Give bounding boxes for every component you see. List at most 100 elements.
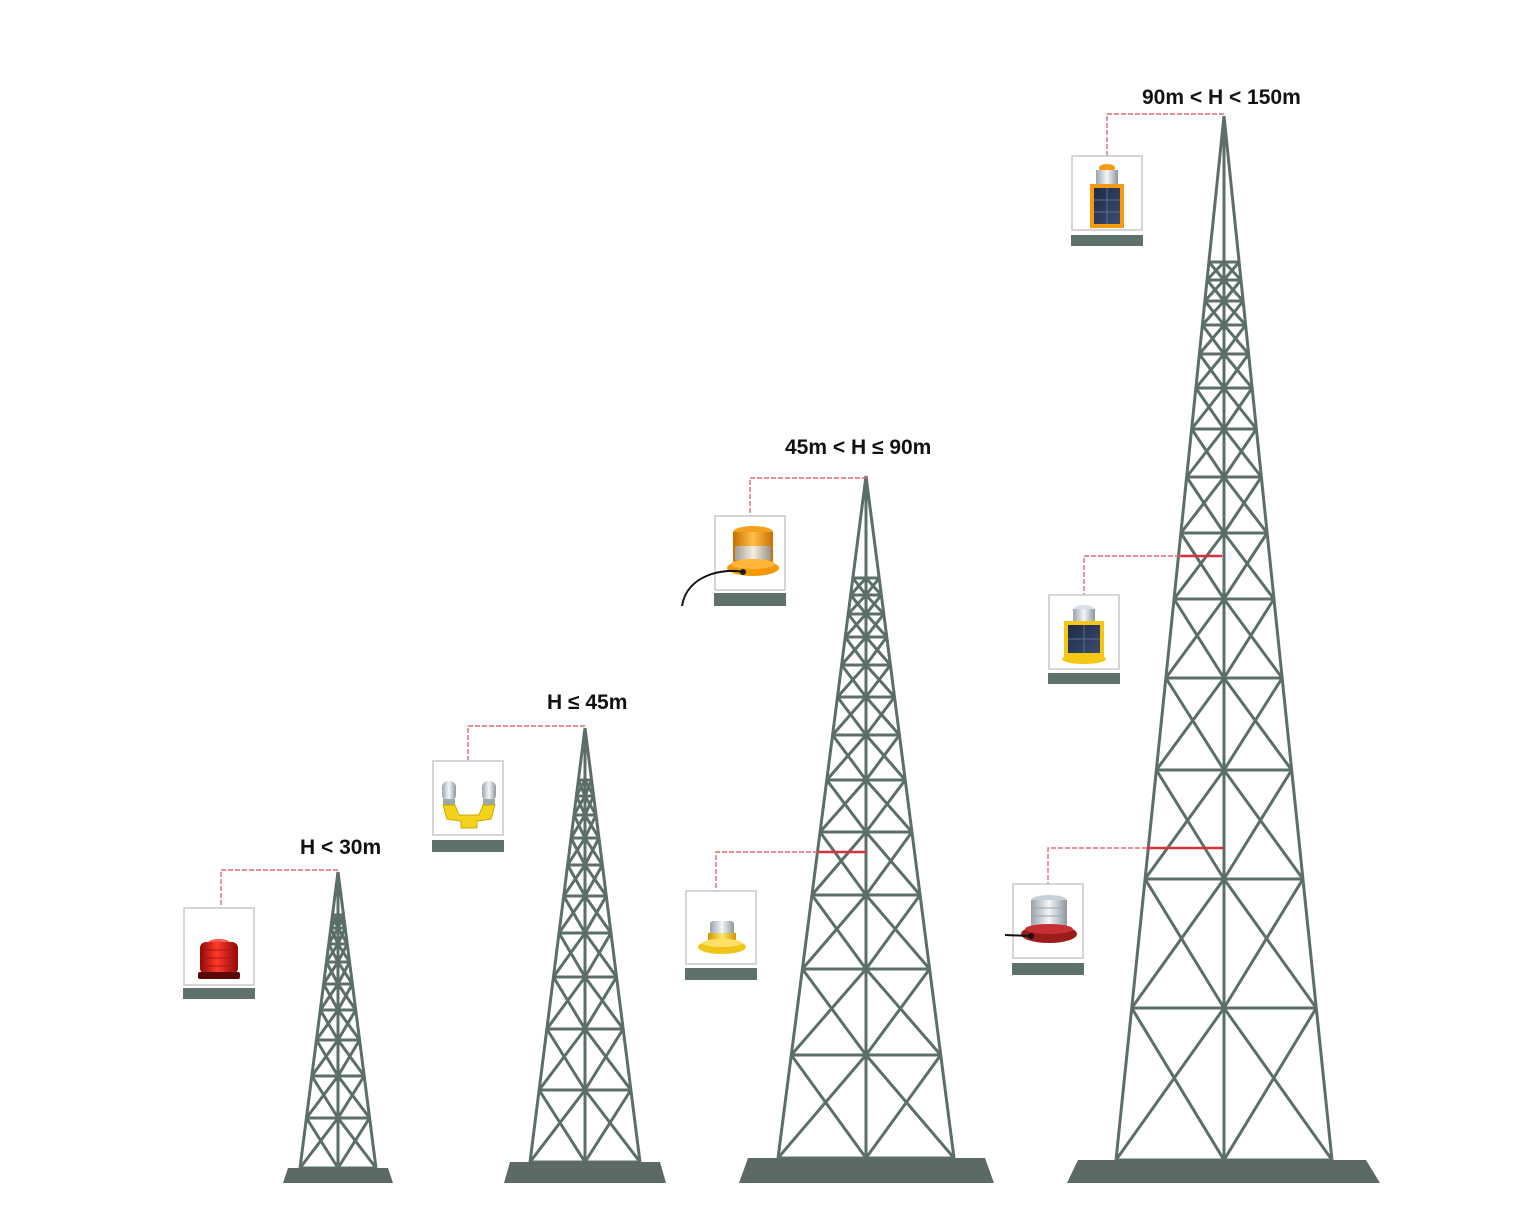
tower-brace: [864, 576, 883, 597]
solar-light-yellow-icon: [1048, 594, 1120, 684]
tower-brace: [1222, 878, 1305, 1009]
tower-brace: [537, 1028, 587, 1091]
tower-brace: [1222, 1007, 1334, 1161]
tower-brace: [557, 932, 587, 978]
tower-brace: [1222, 278, 1245, 303]
tower-brace: [336, 961, 354, 985]
tower-brace: [831, 734, 868, 781]
tower-brace: [583, 1028, 625, 1091]
tower-brace: [327, 927, 340, 945]
tower-brace: [552, 976, 587, 1030]
tower-brace: [801, 968, 868, 1056]
tower-brace: [336, 1009, 361, 1041]
tower-brace: [583, 895, 613, 934]
tower-brace: [1179, 476, 1226, 534]
leader-lines: [220, 113, 1224, 910]
tower-brace: [583, 976, 625, 1030]
tower-brace: [1164, 598, 1226, 679]
tower-brace: [864, 664, 892, 698]
red-obstruction-light-icon: [183, 907, 255, 999]
tower-brace: [566, 864, 587, 897]
tower-brace: [1185, 476, 1226, 534]
tower-brace: [569, 814, 587, 839]
tower-brace: [1143, 769, 1226, 880]
tower-brace: [537, 1089, 587, 1163]
tower-brace: [575, 779, 587, 797]
tower-brace: [864, 968, 942, 1056]
tower-brace: [790, 1054, 868, 1159]
tower-brace: [810, 894, 868, 970]
tower-brace: [310, 1039, 340, 1077]
tower-brace: [1194, 353, 1226, 389]
tower-brace: [1155, 677, 1226, 771]
medium-intensity-light-icon: [681, 515, 786, 607]
tower-brace: [864, 696, 896, 736]
tower-brace: [336, 914, 347, 929]
tower-brace: [1222, 387, 1258, 430]
tower-brace: [315, 1009, 340, 1041]
tower-brace: [336, 1117, 378, 1169]
tower-leg: [1222, 115, 1334, 1161]
tower-brace: [1190, 387, 1226, 430]
tower-brace: [849, 576, 868, 597]
tower-brace: [1130, 1007, 1226, 1161]
tower-brace: [1222, 428, 1263, 478]
tower-brace: [840, 636, 868, 666]
tower-brace: [583, 1089, 642, 1163]
tower-1-base: [283, 1168, 393, 1183]
tower-brace: [1205, 260, 1226, 282]
tower-brace: [562, 864, 587, 897]
tower-brace: [1222, 353, 1254, 389]
tower-brace: [1222, 324, 1250, 355]
tower-brace: [545, 976, 587, 1030]
tower-brace: [336, 927, 349, 945]
tower-brace: [298, 1117, 340, 1169]
tower-4-height-label: 90m < H < 150m: [1142, 86, 1301, 109]
tower-brace: [1203, 278, 1226, 303]
tower-leg: [864, 475, 956, 1159]
tower-brace: [583, 976, 618, 1030]
tower-brace: [864, 779, 907, 833]
tower-4-base: [1067, 1160, 1380, 1183]
tower-brace: [583, 795, 598, 816]
tower-brace: [825, 734, 868, 781]
tower-brace: [336, 983, 357, 1011]
tower-brace: [1155, 769, 1226, 880]
tower-brace: [319, 983, 340, 1011]
tower-brace: [825, 779, 868, 833]
tower-brace: [1172, 532, 1226, 600]
tower-brace: [831, 696, 868, 736]
tower-brace: [864, 636, 892, 666]
tower-brace: [847, 593, 868, 616]
tower-brace: [583, 1089, 633, 1163]
tower-brace: [1198, 324, 1226, 355]
tower-brace: [1164, 677, 1226, 771]
tower-2-height-label: H ≤ 45m: [547, 691, 628, 714]
tower-brace: [1222, 532, 1276, 600]
tower-under-30m: [298, 871, 378, 1170]
tower-brace: [1222, 428, 1258, 478]
tower-brace: [836, 664, 868, 698]
tower-3-base: [739, 1158, 994, 1183]
tower-brace: [336, 1039, 366, 1077]
tower-brace: [776, 1054, 868, 1159]
tower-brace: [557, 895, 587, 934]
tower-brace: [310, 1075, 340, 1119]
tower-brace: [810, 831, 868, 896]
tower-brace: [583, 1028, 633, 1091]
tower-brace: [836, 696, 868, 736]
tower-brace: [552, 932, 587, 978]
tower-brace: [318, 1009, 340, 1041]
tower-brace: [1179, 532, 1226, 600]
tower-3-height-label: 45m < H ≤ 90m: [785, 436, 932, 459]
tower-brace: [528, 1089, 587, 1163]
tower-45-to-90m: [776, 475, 956, 1160]
tower-brace: [864, 968, 931, 1056]
tower-brace: [790, 968, 868, 1056]
red-base-light-icon: [1004, 883, 1084, 975]
tower-brace: [1222, 476, 1263, 534]
tower-leg: [1114, 115, 1226, 1161]
tower-brace: [818, 779, 868, 833]
tower-brace: [1222, 769, 1305, 880]
